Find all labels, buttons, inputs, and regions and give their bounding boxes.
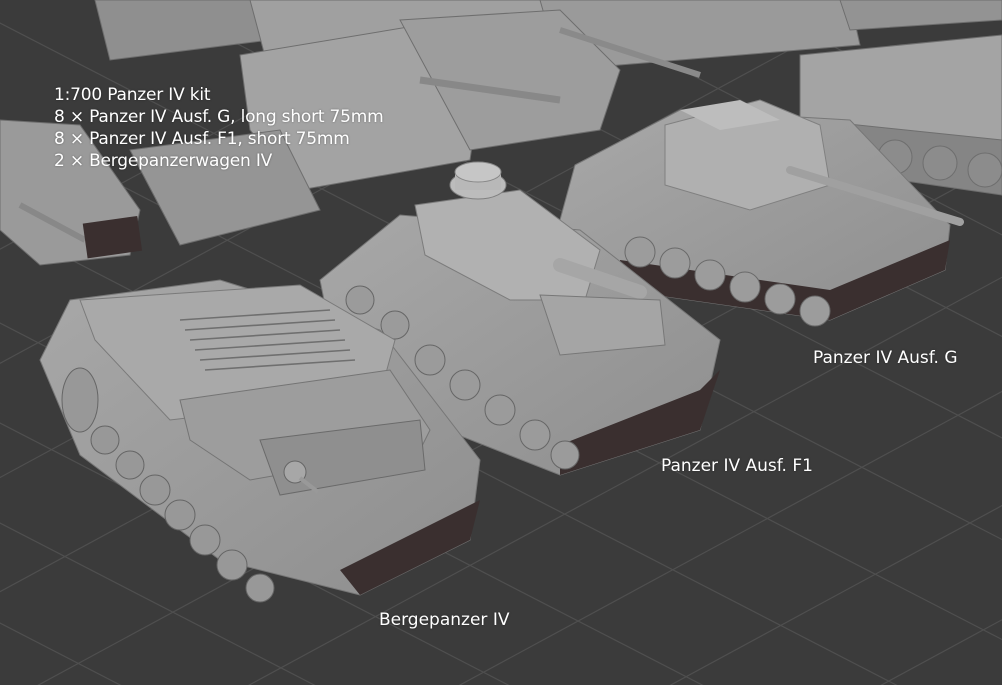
label-bergepanzer: Bergepanzer IV bbox=[379, 610, 510, 630]
panzer-iv-ausf-g-model bbox=[559, 99, 964, 327]
label-ausf-f1: Panzer IV Ausf. F1 bbox=[661, 456, 813, 476]
bergepanzer-iv-model bbox=[39, 279, 481, 603]
label-ausf-g: Panzer IV Ausf. G bbox=[813, 348, 958, 368]
kit-line-ausf-g: 8 × Panzer IV Ausf. G, long short 75mm bbox=[54, 107, 384, 127]
kit-title: 1:700 Panzer IV kit bbox=[54, 85, 211, 105]
kit-line-ausf-f1: 8 × Panzer IV Ausf. F1, short 75mm bbox=[54, 129, 350, 149]
kit-line-bergepanzer: 2 × Bergepanzerwagen IV bbox=[54, 151, 273, 171]
background-tanks bbox=[0, 0, 1002, 266]
kit-info-annotation: 1:700 Panzer IV kit 8 × Panzer IV Ausf. … bbox=[54, 84, 384, 172]
